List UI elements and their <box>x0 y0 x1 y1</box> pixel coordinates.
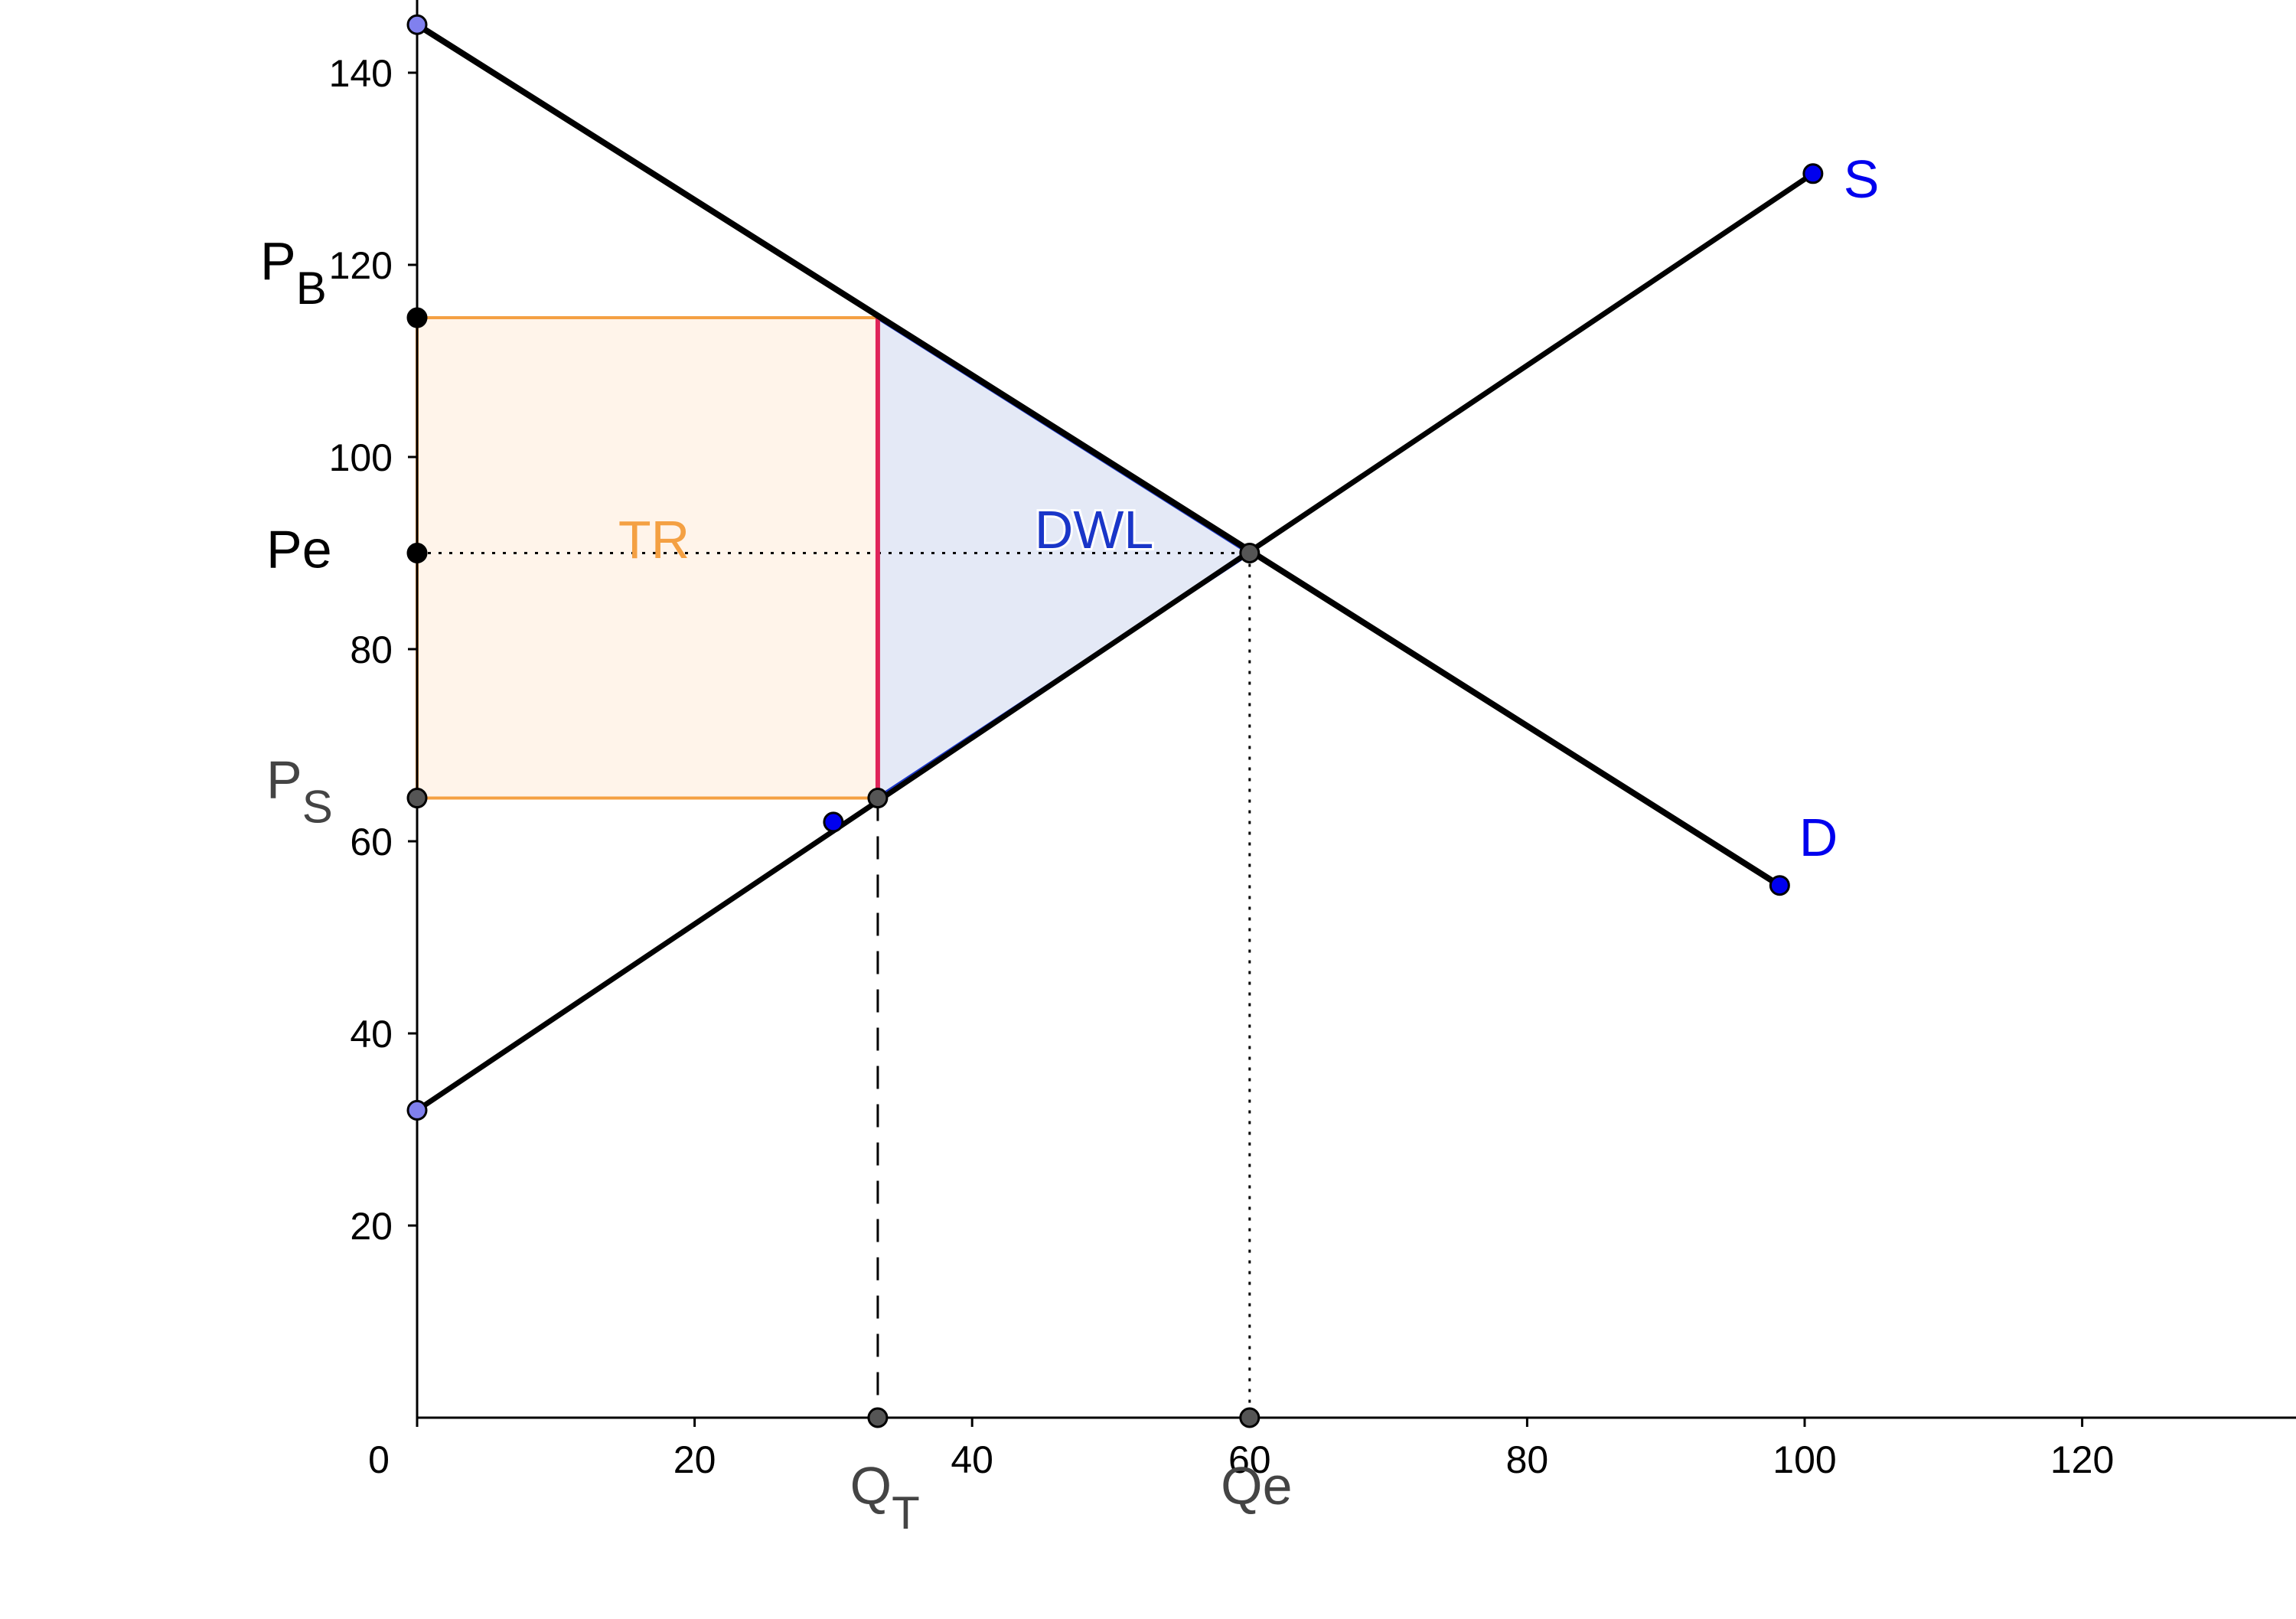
x-tick-label: 20 <box>673 1438 716 1481</box>
points <box>406 14 1824 1428</box>
y-tick-label: 140 <box>329 52 393 95</box>
pb-label-main: P <box>260 231 296 291</box>
x-tick-label: 0 <box>368 1438 390 1481</box>
tax-revenue-region <box>416 316 879 800</box>
text-labels: TR DWL PB Pe PS QT Qe S D <box>260 149 1879 1539</box>
ps-label-main: P <box>266 750 302 810</box>
x-tick-label: 100 <box>1773 1438 1836 1481</box>
supply-start-point <box>406 1099 428 1121</box>
demand-end-point <box>1769 875 1790 896</box>
y-tick-label: 60 <box>350 821 393 863</box>
tax-quantity-point <box>867 788 889 809</box>
guide-lines <box>417 318 1251 1418</box>
x-tick-label: 120 <box>2050 1438 2114 1481</box>
supply-curve <box>414 171 1816 1113</box>
supply-curve-label: S <box>1844 149 1880 209</box>
y-tick-label: 80 <box>350 628 393 671</box>
x-tick-label: 40 <box>951 1438 993 1481</box>
qt-label-sub: T <box>892 1487 920 1539</box>
qt-label-main: Q <box>850 1456 892 1516</box>
qe-axis-point <box>1239 1407 1261 1428</box>
pb-label: PB <box>260 231 327 314</box>
equilibrium-price-point <box>406 543 428 563</box>
curves <box>414 21 1816 1113</box>
pe-label: Pe <box>266 519 332 579</box>
supply-marker-point <box>823 811 844 833</box>
x-tick-label: 60 <box>1228 1438 1271 1481</box>
y-tick-label: 120 <box>329 244 393 287</box>
ps-label: PS <box>266 750 333 833</box>
seller-price-point <box>406 788 428 809</box>
qt-axis-point <box>867 1407 889 1428</box>
tr-label: TR <box>618 510 690 570</box>
demand-curve-label: D <box>1799 808 1838 867</box>
pb-label-sub: B <box>296 263 327 314</box>
qt-label: QT <box>850 1456 920 1539</box>
y-tick-label: 100 <box>329 436 393 479</box>
ps-label-sub: S <box>302 782 333 833</box>
qe-label: Qe <box>1221 1456 1292 1516</box>
y-tick-label: 40 <box>350 1013 393 1056</box>
supply-end-point <box>1802 163 1824 184</box>
demand-start-point <box>406 14 428 35</box>
x-tick-label: 80 <box>1506 1438 1549 1481</box>
y-tick-label: 20 <box>350 1205 393 1248</box>
axes <box>416 0 2296 1419</box>
equilibrium-point <box>1239 543 1261 563</box>
shaded-regions <box>416 314 1254 802</box>
buyer-price-point <box>406 307 428 328</box>
dwl-label: DWL <box>1035 500 1154 560</box>
demand-curve <box>414 21 1783 889</box>
